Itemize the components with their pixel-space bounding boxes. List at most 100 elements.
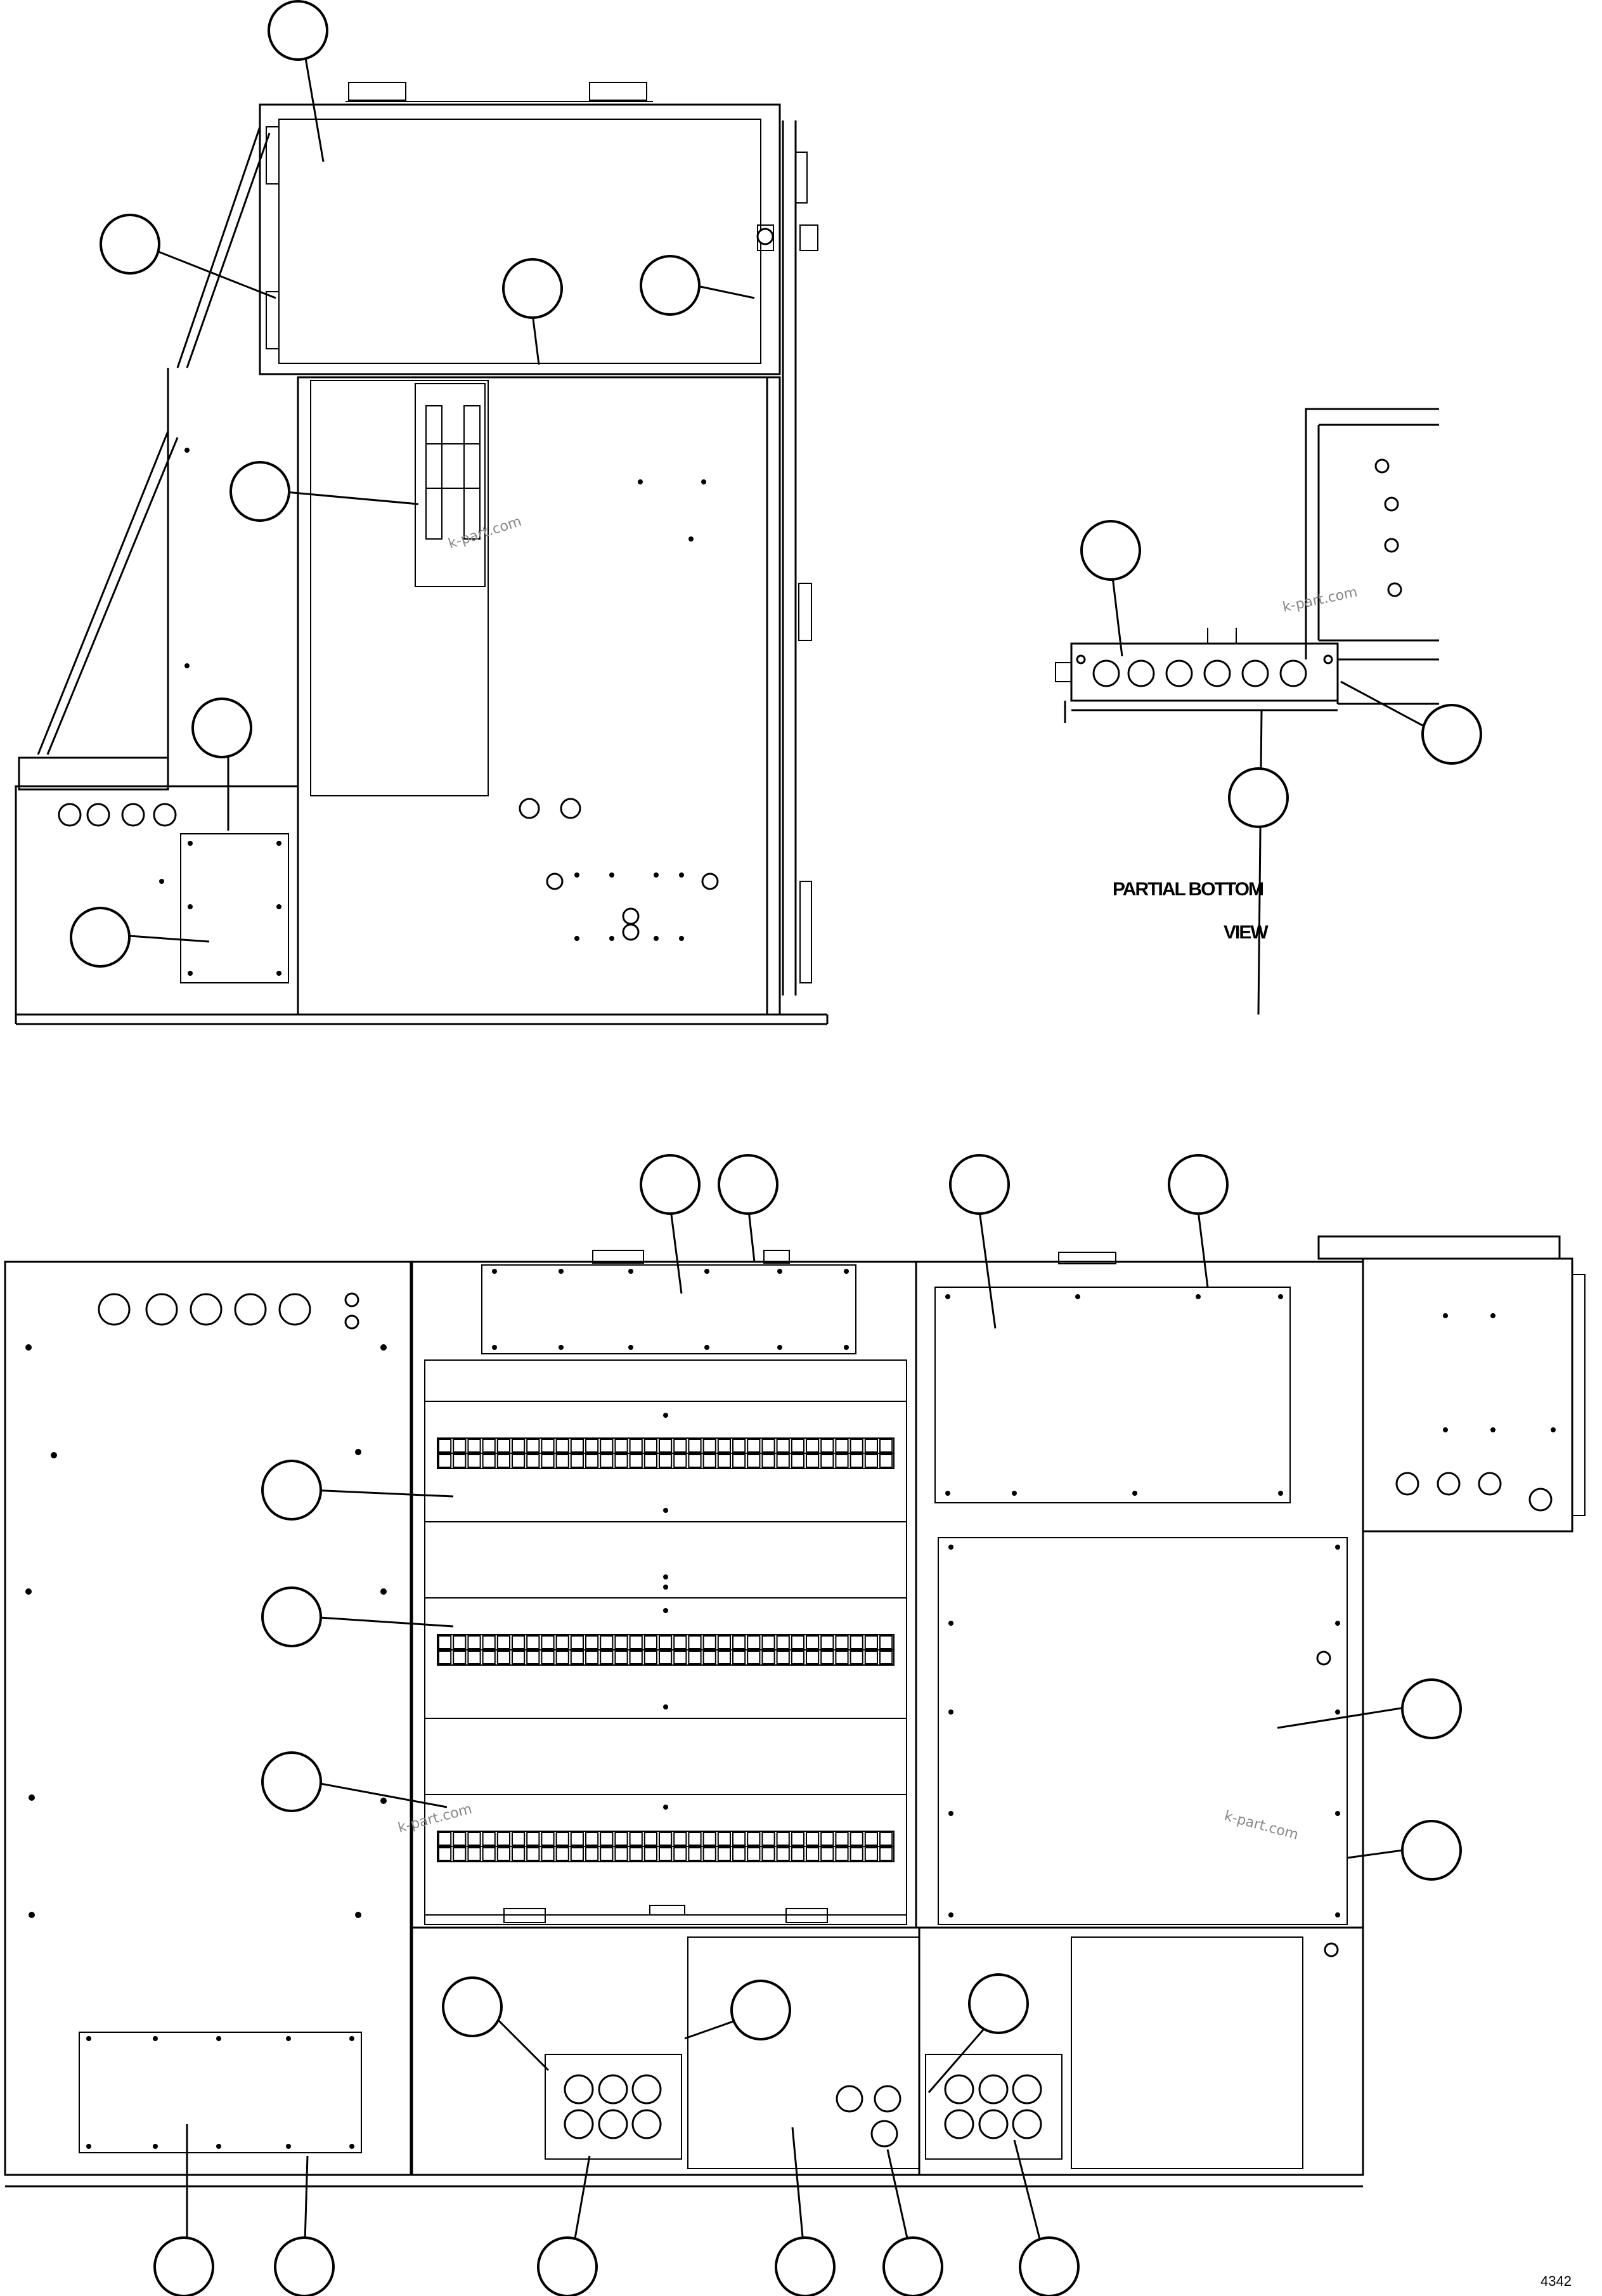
terminal-cell [732,1832,746,1846]
terminal-cell [600,1439,614,1453]
callout-balloon[interactable] [882,2236,943,2296]
terminal-cell [600,1847,614,1861]
terminal-cell [747,1635,761,1649]
upper-enclosure [259,103,781,375]
callout-balloon[interactable] [1080,520,1141,581]
terminal-cell [541,1847,555,1861]
terminal-cell [864,1454,879,1468]
terminal-cell [849,1454,863,1468]
callout-balloon[interactable] [949,1154,1010,1215]
terminal-cell [732,1635,746,1649]
callout-balloon[interactable] [718,1154,778,1215]
callout-leaders [120,50,1430,2264]
terminal-cell [849,1847,863,1861]
terminal-cell [467,1832,481,1846]
terminal-cell [453,1651,467,1664]
terminal-cell [820,1651,834,1664]
terminal-cell [453,1635,467,1649]
terminal-cell [688,1454,702,1468]
terminal-cell [702,1651,716,1664]
terminal-cell [688,1651,702,1664]
callout-balloon[interactable] [640,1154,701,1215]
inner-panel [310,380,489,796]
terminal-cell [555,1832,569,1846]
callout-balloon[interactable] [153,2236,214,2296]
terminal-cell [659,1635,673,1649]
terminal-cell [541,1832,555,1846]
callout-balloons [70,0,1482,2296]
upper-door-panel [278,119,761,364]
partial-bottom-view [1055,408,1439,723]
terminal-cell [614,1651,628,1664]
terminal-cell [879,1651,893,1664]
terminal-cell [791,1847,805,1861]
terminal-cell [526,1439,540,1453]
terminal-cell [438,1635,452,1649]
terminal-cell [688,1439,702,1453]
callout-balloon[interactable] [191,697,252,758]
terminal-cell [820,1454,834,1468]
terminal-cell [643,1439,657,1453]
terminal-cell [732,1847,746,1861]
terminal-cell [659,1454,673,1468]
callout-balloon[interactable] [775,2236,836,2296]
callout-balloon[interactable] [229,461,290,522]
callout-balloon[interactable] [268,0,328,61]
right-top-plate [934,1287,1291,1503]
terminal-strip-2 [424,1597,907,1719]
callout-balloon[interactable] [261,1460,322,1521]
callout-balloon[interactable] [442,1976,503,2037]
terminal-cell [702,1635,716,1649]
callout-balloon[interactable] [261,1586,322,1647]
terminal-cell [835,1439,849,1453]
terminal-cell [791,1832,805,1846]
callout-balloon[interactable] [70,907,131,968]
callout-balloon[interactable] [274,2236,335,2296]
callout-balloon[interactable] [100,214,160,275]
terminal-cell [467,1635,481,1649]
terminal-cell [541,1651,555,1664]
terminal-cell [512,1832,526,1846]
terminal-cells-1 [438,1439,893,1468]
callout-balloon[interactable] [537,2236,598,2296]
terminal-cell [482,1847,496,1861]
terminal-cell [820,1439,834,1453]
terminal-cell [438,1439,452,1453]
terminal-cell [555,1635,569,1649]
terminal-cell [453,1454,467,1468]
terminal-cell [541,1439,555,1453]
callout-balloon[interactable] [640,255,701,316]
terminal-cell [747,1651,761,1664]
terminal-cell [555,1651,569,1664]
terminal-cell [629,1651,643,1664]
callout-balloon[interactable] [1228,767,1289,828]
callout-balloon[interactable] [1401,1820,1462,1881]
callout-balloon[interactable] [1401,1678,1462,1739]
terminal-cell [600,1832,614,1846]
callout-balloon[interactable] [502,258,563,319]
terminal-strip-1 [424,1401,907,1522]
callout-balloon[interactable] [968,1973,1029,2034]
callout-balloon[interactable] [261,1751,322,1812]
callout-balloon[interactable] [730,1980,791,2040]
terminal-cell [849,1439,863,1453]
terminal-cell [467,1439,481,1453]
terminal-cell [761,1454,775,1468]
bottom-right-plate [1071,1936,1303,2169]
terminal-cell [629,1439,643,1453]
terminal-cell [496,1832,510,1846]
callout-balloon[interactable] [1421,704,1482,765]
terminal-cell [526,1454,540,1468]
callout-balloon[interactable] [1168,1154,1229,1215]
gland-plate-right [925,2054,1063,2160]
terminal-cell [717,1454,732,1468]
terminal-cell [438,1651,452,1664]
terminal-cell [512,1454,526,1468]
terminal-cell [820,1832,834,1846]
terminal-cell [614,1832,628,1846]
terminal-cell [820,1635,834,1649]
terminal-cell [761,1635,775,1649]
callout-balloon[interactable] [1019,2236,1080,2296]
terminal-cell [761,1847,775,1861]
terminal-cell [585,1651,599,1664]
